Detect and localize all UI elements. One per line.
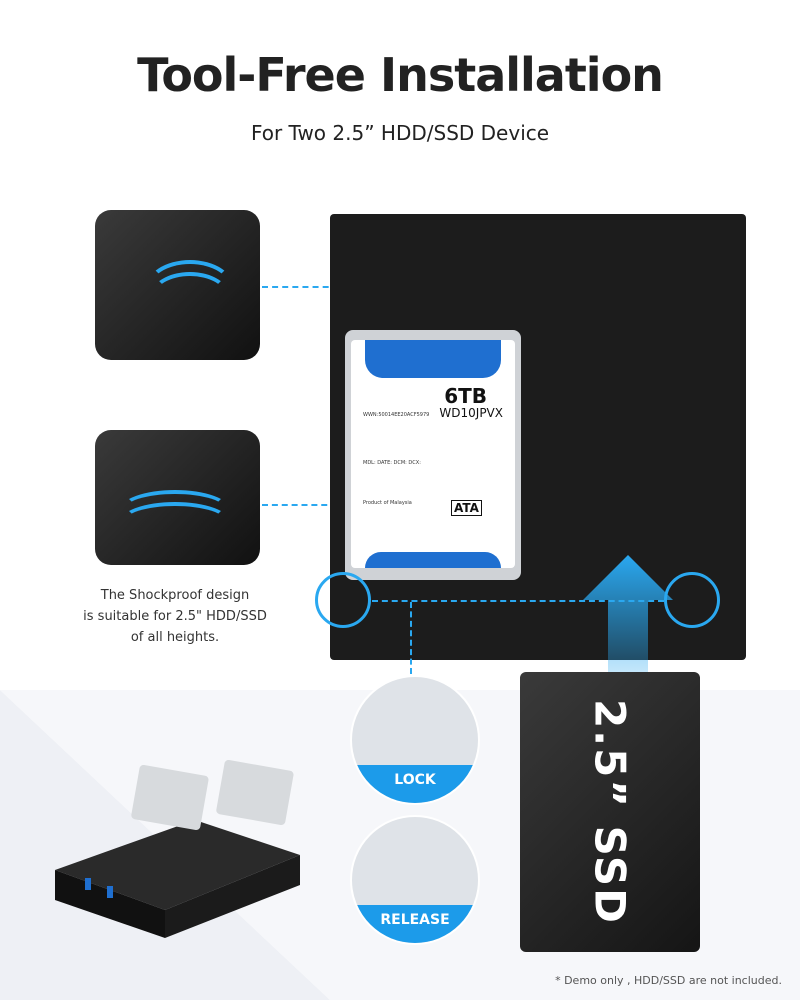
shockproof-detail-image-bottom (95, 430, 260, 565)
lock-detail: LOCK (350, 675, 480, 805)
release-label: RELEASE (352, 905, 478, 943)
page-subtitle: For Two 2.5” HDD/SSD Device (250, 121, 550, 145)
callout-line (410, 602, 412, 674)
latch-highlight-left (315, 572, 371, 628)
hdd-capacity: 6TB (444, 384, 487, 408)
callout-line (372, 600, 664, 602)
lock-label: LOCK (352, 765, 478, 803)
ata-logo: ATA (451, 500, 482, 516)
page-title: Tool-Free Installation (137, 48, 664, 102)
hdd-fields: MDL: DATE: DCM: DCX: (363, 460, 421, 466)
hdd-origin: Product of Malaysia (363, 500, 412, 506)
hdd-wwn: WWN:50014EE20ACF5979 (363, 412, 430, 418)
ssd-drive: 2.5” SSD (520, 672, 700, 952)
footnote: * Demo only , HDD/SSD are not included. (555, 974, 782, 987)
spring-highlight (120, 502, 230, 542)
shockproof-note: The Shockproof design is suitable for 2.… (70, 585, 280, 648)
note-line: of all heights. (130, 630, 220, 645)
product-photo (55, 760, 300, 938)
insert-arrow-icon (583, 555, 673, 685)
callout-line (262, 504, 347, 506)
hdd-model: WD10JPVX (439, 406, 503, 420)
shockproof-detail-image-top (95, 210, 260, 360)
spring-highlight (145, 260, 235, 320)
spring-highlight (150, 272, 230, 322)
release-detail: RELEASE (350, 815, 480, 945)
hdd-label: 6TB WD10JPVX WWN:50014EE20ACF5979 MDL: D… (351, 340, 515, 568)
spring-highlight (120, 490, 230, 530)
note-line: The Shockproof design (100, 588, 250, 603)
ssd-label: 2.5” SSD (585, 698, 635, 926)
hdd-drive: 6TB WD10JPVX WWN:50014EE20ACF5979 MDL: D… (345, 330, 521, 580)
note-line: is suitable for 2.5" HDD/SSD (83, 609, 267, 624)
